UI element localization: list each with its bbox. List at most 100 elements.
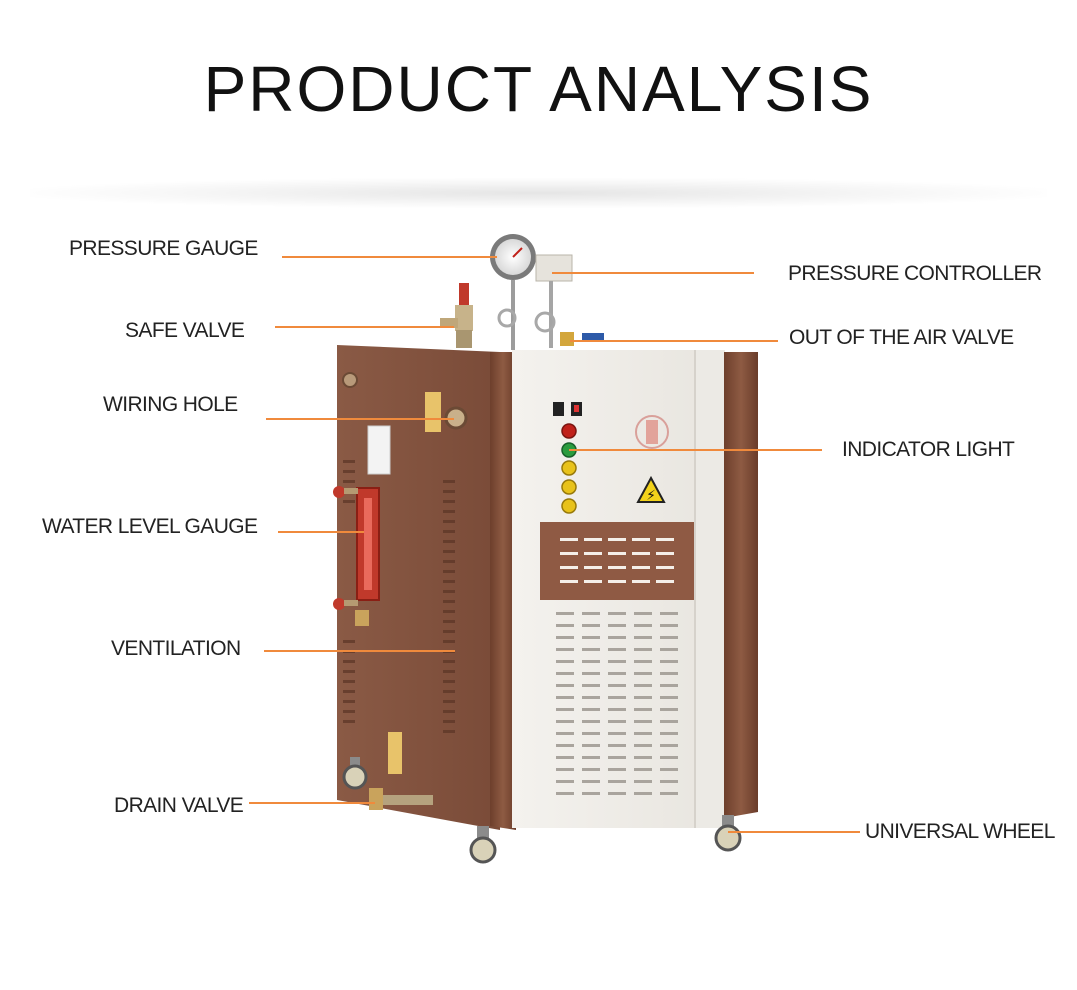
vent-slot xyxy=(634,672,652,675)
vent-slot xyxy=(556,612,574,615)
vent-slot xyxy=(634,792,652,795)
vent-slot xyxy=(582,672,600,675)
vent-slot xyxy=(556,696,574,699)
vent-slot xyxy=(660,720,678,723)
vent-slot xyxy=(556,648,574,651)
vent-slot xyxy=(556,636,574,639)
vent-slot xyxy=(634,780,652,783)
vent-slot xyxy=(556,708,574,711)
vent-slot xyxy=(556,792,574,795)
vent-slot xyxy=(582,648,600,651)
vent-slot xyxy=(634,720,652,723)
vent-slot xyxy=(634,684,652,687)
vent-slot xyxy=(608,648,626,651)
vent-slot xyxy=(582,744,600,747)
vent-slot xyxy=(660,708,678,711)
label-ventilation: VENTILATION xyxy=(111,637,241,660)
water-level-gauge-icon xyxy=(333,486,380,626)
vent-slot xyxy=(582,624,600,627)
vent-slot xyxy=(634,744,652,747)
vent-slot xyxy=(556,672,574,675)
label-universal-wheel: UNIVERSAL WHEEL xyxy=(865,820,1055,843)
front-panel: ⚡ xyxy=(512,350,725,828)
vent-slot xyxy=(634,624,652,627)
vent-slot xyxy=(608,696,626,699)
vent-slot xyxy=(608,756,626,759)
front-left-post xyxy=(490,352,516,830)
vent-slot xyxy=(582,660,600,663)
vent-slot xyxy=(634,732,652,735)
vent-slot xyxy=(660,660,678,663)
warning-icon: ⚡ xyxy=(636,475,666,504)
vent-slot xyxy=(660,780,678,783)
leader-lines xyxy=(249,256,860,833)
vent-slot xyxy=(634,660,652,663)
vent-slot xyxy=(634,612,652,615)
vent-slot xyxy=(660,612,678,615)
vent-slot xyxy=(556,684,574,687)
pressure-gauge-icon xyxy=(490,234,536,350)
vent-slot xyxy=(582,780,600,783)
vent-slot xyxy=(608,708,626,711)
label-safe-valve: SAFE VALVE xyxy=(125,319,245,342)
vent-slot xyxy=(660,732,678,735)
vent-slot xyxy=(634,696,652,699)
air-valve-icon xyxy=(560,332,604,346)
vent-slot xyxy=(608,744,626,747)
vent-slot xyxy=(660,672,678,675)
vent-slot xyxy=(582,756,600,759)
vent-slot xyxy=(582,684,600,687)
vent-slot xyxy=(660,696,678,699)
vent-slot xyxy=(556,780,574,783)
header-shadow xyxy=(30,178,1047,208)
vent-slot xyxy=(556,720,574,723)
page-title: PRODUCT ANALYSIS xyxy=(203,53,874,125)
label-pressure-gauge: PRESSURE GAUGE xyxy=(69,237,258,260)
drain-valve-icon xyxy=(369,788,433,810)
vent-slot xyxy=(556,732,574,735)
vent-slot xyxy=(608,780,626,783)
vent-slot xyxy=(634,648,652,651)
vent-slot xyxy=(660,648,678,651)
vent-slot xyxy=(608,792,626,795)
vent-slot xyxy=(608,672,626,675)
pressure-controller-icon xyxy=(534,254,573,348)
vent-slot xyxy=(608,636,626,639)
vent-slot xyxy=(582,696,600,699)
vent-slot xyxy=(582,612,600,615)
vent-slot xyxy=(634,708,652,711)
vent-slot xyxy=(634,768,652,771)
vent-slot xyxy=(660,792,678,795)
label-drain-valve: DRAIN VALVE xyxy=(114,794,244,817)
vent-slot xyxy=(582,792,600,795)
warning-symbol: ⚡ xyxy=(646,488,656,504)
vent-slot xyxy=(582,636,600,639)
vent-slot xyxy=(556,744,574,747)
vent-slot xyxy=(582,732,600,735)
front-right-post xyxy=(724,352,758,818)
vent-slot xyxy=(582,768,600,771)
safe-valve-icon xyxy=(440,283,473,348)
left-side-panel xyxy=(337,345,500,830)
vent-slot xyxy=(582,708,600,711)
vent-slot xyxy=(556,624,574,627)
vent-slot xyxy=(556,756,574,759)
vent-slot xyxy=(660,756,678,759)
label-wiring-hole: WIRING HOLE xyxy=(103,393,238,416)
vent-slot xyxy=(608,720,626,723)
vent-slot xyxy=(634,756,652,759)
vent-slot xyxy=(556,660,574,663)
vent-slot xyxy=(608,612,626,615)
vent-slot xyxy=(634,636,652,639)
vent-slot xyxy=(556,768,574,771)
vent-slot xyxy=(660,624,678,627)
label-indicator-light: INDICATOR LIGHT xyxy=(842,438,1015,461)
vent-slot xyxy=(608,732,626,735)
vent-slot xyxy=(608,624,626,627)
label-out-of-the-air-valve: OUT OF THE AIR VALVE xyxy=(789,326,1014,349)
label-water-level-gauge: WATER LEVEL GAUGE xyxy=(42,515,258,538)
vent-slot xyxy=(608,660,626,663)
vent-slot xyxy=(660,744,678,747)
vent-slot xyxy=(660,684,678,687)
